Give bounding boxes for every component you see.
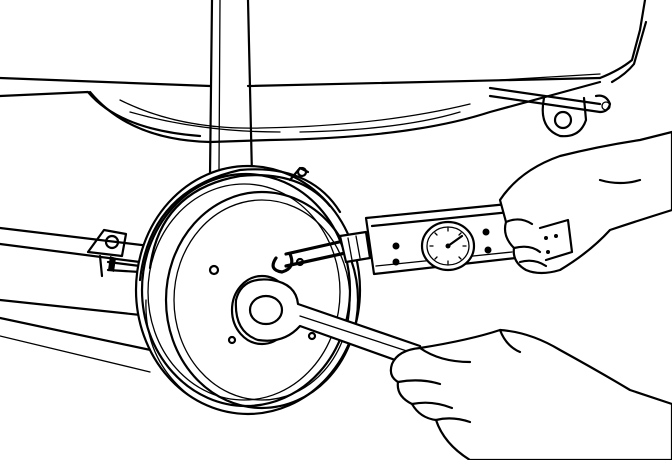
brake-cable-bracket	[86, 228, 142, 278]
right-hand	[498, 130, 672, 275]
gauge-dial	[420, 220, 476, 272]
suspension-strut	[208, 0, 254, 183]
left-hand	[389, 328, 672, 460]
gauge-hook	[271, 230, 372, 274]
